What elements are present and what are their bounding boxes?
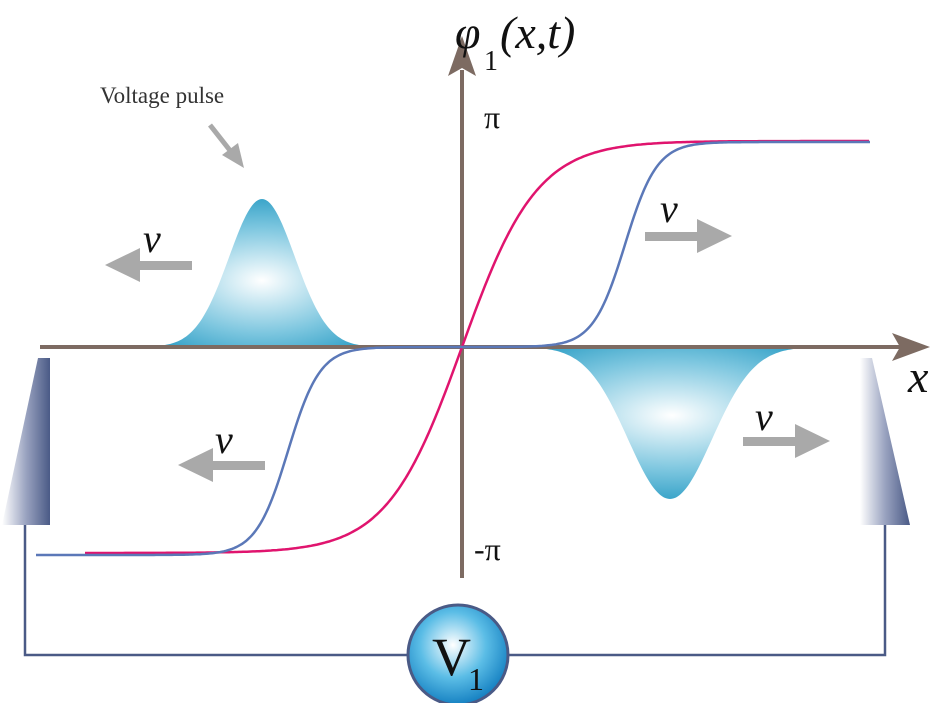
phi-symbol: φ xyxy=(455,7,480,58)
x-axis-label: x xyxy=(907,351,929,402)
circuit-wire xyxy=(23,525,887,657)
voltage-pulse-positive xyxy=(130,199,394,347)
phi-arguments: (x,t) xyxy=(500,7,575,58)
y-axis-label: φ 1 (x,t) xyxy=(455,7,575,77)
velocity-arrow-right-upper xyxy=(645,219,732,253)
velocity-label: v xyxy=(215,417,233,462)
voltmeter-label: V xyxy=(432,627,471,687)
y-axis-arrowhead xyxy=(448,36,476,76)
velocity-label: v xyxy=(755,394,773,439)
right-electrode xyxy=(860,358,910,525)
velocity-arrow-left-lower xyxy=(178,448,265,482)
voltmeter-subscript: 1 xyxy=(468,661,484,697)
pi-bottom-label: -π xyxy=(474,531,501,567)
velocity-arrow-right-lower xyxy=(743,424,830,458)
left-electrode xyxy=(2,358,50,525)
voltmeter: V 1 xyxy=(406,603,510,703)
phi-subscript: 1 xyxy=(484,46,498,77)
velocity-label: v xyxy=(660,186,678,231)
voltage-pulse-label: Voltage pulse xyxy=(100,83,224,108)
velocity-arrow-left-upper xyxy=(105,248,192,282)
voltage-pulse-pointer-arrow xyxy=(208,123,244,168)
voltage-pulse-negative xyxy=(500,347,844,499)
phase-curve-blue xyxy=(36,140,870,557)
velocity-label: v xyxy=(143,216,161,261)
x-axis-arrowhead xyxy=(892,333,930,361)
pi-top-label: π xyxy=(484,99,500,135)
